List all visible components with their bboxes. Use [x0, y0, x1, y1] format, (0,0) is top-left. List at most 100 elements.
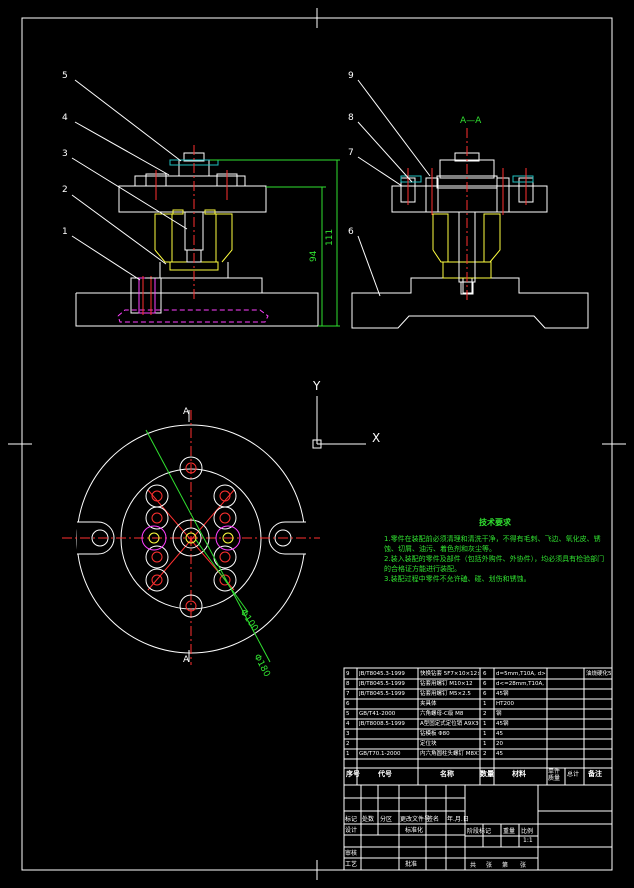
tb-approve: 批准: [405, 861, 418, 868]
bom-name: 钻模板 Φ80: [420, 731, 450, 737]
bom-no: 9: [346, 671, 350, 677]
callout-6: 6: [348, 227, 354, 237]
bom-no: 5: [346, 711, 350, 717]
front-view: [75, 145, 319, 327]
tb-design: 设计: [345, 827, 358, 834]
callout-7: 7: [348, 148, 354, 158]
bom-material: d<=28mm,T10A, d>26mm,20钢: [496, 681, 546, 687]
bom-header-material: 材料: [512, 770, 526, 778]
bom-no: 7: [346, 691, 350, 697]
technical-requirements: 技术要求 1.零件在装配前必须清理和清洗干净，不得有毛刺、飞边、氧化皮、锈蚀、切…: [384, 518, 606, 584]
ucs-y-label: Y: [312, 379, 321, 393]
bom-qty: 6: [483, 691, 487, 697]
bom-code: JB/T8045.3-1999: [359, 671, 405, 677]
bom-qty: 6: [483, 671, 487, 677]
tech-line-3: 3.装配过程中零件不允许磕、碰、划伤和锈蚀。: [384, 575, 531, 583]
ucs-icon: Y X: [312, 379, 380, 449]
tb-process: 工艺: [345, 861, 358, 868]
tb-scale-value: 1:1: [523, 837, 533, 844]
ucs-x-label: X: [372, 431, 380, 445]
tb-scale: 比例: [521, 828, 534, 835]
bom-name: 钻套用螺钉 M5×2.5: [420, 691, 471, 697]
height-dimensions: 94 111: [210, 159, 340, 327]
bom-name: 快换钻套 5F7×10×12×22×16×9: [420, 671, 479, 677]
tb-count: 处数: [362, 816, 375, 823]
section-view: A—A: [351, 116, 589, 329]
callout-3: 3: [62, 149, 68, 159]
bom-table: [343, 667, 613, 786]
tb-standard: 标准化: [405, 827, 424, 834]
top-view: A A: [62, 407, 320, 679]
bom-code: GB/T70.1-2000: [359, 751, 401, 757]
bom-no: 6: [346, 701, 350, 707]
bom-qty: 1: [483, 701, 487, 707]
bom-no: 4: [346, 721, 350, 727]
bom-material: 45钢: [496, 691, 509, 697]
bom-header-qty: 数量: [480, 770, 494, 778]
dim-94: 94: [309, 250, 319, 262]
bom-material: 钢: [496, 711, 502, 717]
section-callouts: 9 8 7 6: [348, 71, 431, 297]
bom-no: 8: [346, 681, 350, 687]
bom-header-no: 序号: [346, 770, 360, 778]
tb-zone: 分区: [380, 816, 393, 823]
bom-name: 定位块: [420, 741, 437, 747]
tech-line-2: 2.装入装配的零件及部件（包括外购件、外协件），均必须具有检验部门的合格证方能进…: [384, 555, 605, 573]
cut-label-bottom: A: [183, 655, 190, 665]
tb-stage: 阶段标记: [467, 828, 492, 835]
dim-111: 111: [325, 229, 335, 246]
tb-weight: 重量: [503, 828, 516, 835]
bom-name: A型固定式定位销 A9X30: [420, 721, 479, 727]
callout-4: 4: [62, 113, 68, 123]
tb-sheet-total: 共: [470, 862, 477, 869]
cut-label-top: A: [183, 407, 190, 417]
callout-1: 1: [62, 227, 68, 237]
bom-qty: 6: [483, 681, 487, 687]
callout-5: 5: [62, 71, 68, 81]
tb-sheet: 张: [486, 862, 493, 869]
bom-material: d=5mm,T10A, d>26mm,20钢: [496, 671, 546, 677]
bom-no: 2: [346, 741, 350, 747]
bom-code: JB/T8008.5-1999: [359, 721, 405, 727]
tb-sign: 签名: [427, 816, 440, 823]
bushing-holes: [141, 456, 241, 618]
section-label: A—A: [460, 116, 482, 126]
bom-material: 20: [496, 741, 503, 747]
bom-qty: 1: [483, 741, 487, 747]
dim-100: Φ100: [238, 608, 260, 634]
tb-check: 审核: [345, 850, 358, 857]
bom-header-name: 名称: [440, 770, 454, 778]
bom-header-total-weight: 总计: [567, 771, 580, 778]
tech-title: 技术要求: [479, 518, 511, 527]
tb-date: 年.月.日: [447, 816, 469, 823]
bom-qty: 2: [483, 711, 487, 717]
bom-no: 1: [346, 751, 350, 757]
callout-8: 8: [348, 113, 354, 123]
bom-code: JB/T8045.5-1999: [359, 681, 405, 687]
bom-note: 油烧硬化55HRC: [586, 671, 611, 677]
tech-line-1: 1.零件在装配前必须清理和清洗干净，不得有毛刺、飞边、氧化皮、锈蚀、切屑、油污、…: [384, 535, 601, 553]
bom-no: 3: [346, 731, 350, 737]
tb-sheet2: 张: [520, 862, 527, 869]
bom-header-note: 备注: [588, 770, 602, 778]
bom-name: 夹具体: [420, 701, 437, 707]
callout-2: 2: [62, 185, 68, 195]
bom-code: GB/T41-2000: [359, 711, 396, 717]
dim-180: Φ180: [251, 653, 271, 679]
title-block: [343, 784, 613, 871]
tb-mark: 标记: [345, 816, 358, 823]
bom-material: HT200: [496, 701, 514, 707]
bom-material: 45: [496, 731, 503, 737]
bom-material: 45钢: [496, 721, 509, 727]
bom-code: JB/T8045.5-1999: [359, 691, 405, 697]
bom-name: 内六角圆柱头螺钉 M8X16: [420, 751, 479, 757]
bom-qty: 2: [483, 751, 487, 757]
callout-9: 9: [348, 71, 354, 81]
bom-qty: 1: [483, 721, 487, 727]
bom-header-unit-weight: 单件 质量: [548, 768, 561, 782]
tb-doc: 更改文件号: [400, 816, 431, 823]
front-callouts: 5 4 3 2 1: [62, 71, 188, 281]
bom-material: 45: [496, 751, 503, 757]
bom-name: 钻套用螺钉 M10×12: [420, 681, 473, 687]
